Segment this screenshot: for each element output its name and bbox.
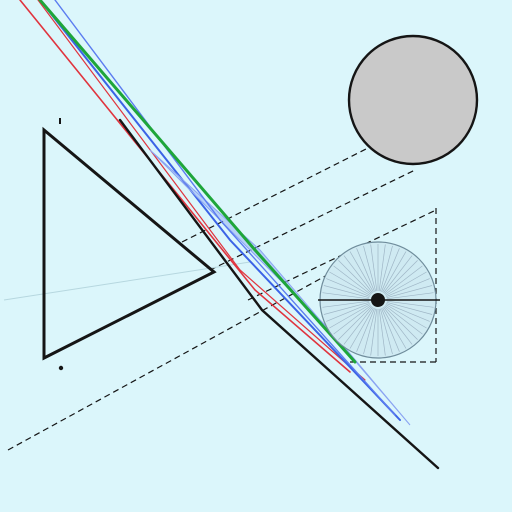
ray-blue-fan <box>149 149 411 426</box>
disc-spoke <box>370 244 378 292</box>
disc-spoke <box>322 300 370 308</box>
dashed-line-upper <box>209 169 416 271</box>
disc-spoke <box>378 308 386 356</box>
disc-spoke <box>385 304 427 329</box>
disc-spoke <box>381 248 400 292</box>
disc-center <box>371 293 385 307</box>
ray-red-inner <box>37 0 366 381</box>
tick-mark-bottom <box>58 365 64 371</box>
disc-spoke <box>333 265 372 295</box>
disc-spoke <box>329 271 371 296</box>
disc-spoke <box>378 244 386 292</box>
disc-spoke <box>386 303 430 322</box>
disc-spoke <box>386 301 433 315</box>
disc-spoke <box>379 308 393 355</box>
disc-spoke <box>386 300 434 308</box>
disc-spoke <box>383 306 413 345</box>
ringed-disc <box>318 241 440 359</box>
disc-spoke <box>386 285 433 299</box>
ray-bundle <box>19 0 411 426</box>
disc-spoke <box>382 307 407 349</box>
disc-spoke <box>356 248 375 292</box>
disc-spoke <box>343 306 373 345</box>
disc-spokes <box>322 244 434 356</box>
disc-spoke <box>329 304 371 329</box>
disc-spoke <box>386 278 430 297</box>
ray-blue-inner <box>54 0 396 416</box>
triangle <box>42 126 217 361</box>
disc-spoke <box>333 305 372 335</box>
disc-spoke <box>384 265 423 295</box>
disc-spoke <box>349 251 374 293</box>
disc-spoke <box>356 308 375 352</box>
ray-blue-outer <box>39 0 401 421</box>
disc-spoke <box>349 307 374 349</box>
disc-spoke <box>338 260 372 294</box>
disc-spoke <box>363 308 377 355</box>
disc-spoke <box>383 255 413 294</box>
disc-spoke <box>381 308 400 352</box>
disc-spoke <box>326 303 370 322</box>
disc-spoke <box>363 245 377 292</box>
disc-spoke <box>323 301 370 315</box>
disc-spoke <box>384 306 418 340</box>
disc-spoke <box>322 292 370 300</box>
ray-red-outer <box>19 0 351 373</box>
disc-spoke <box>338 306 372 340</box>
disc-spoke <box>323 285 370 299</box>
disc-spoke <box>382 251 407 293</box>
disc-spoke <box>384 305 423 335</box>
tick-mark-top <box>59 118 61 124</box>
tick-marks <box>58 118 64 371</box>
disc-spoke <box>384 260 418 294</box>
disc-spoke <box>370 308 378 356</box>
disc-spoke <box>343 255 373 294</box>
disc-spoke <box>386 292 434 300</box>
disc-spoke <box>326 278 370 297</box>
dashed-line-sphere <box>181 147 369 243</box>
disc-spoke <box>379 245 393 292</box>
ray-green <box>38 0 357 364</box>
straight-edge <box>118 118 440 470</box>
disc-spoke <box>385 271 427 296</box>
gray-sphere <box>347 34 479 166</box>
